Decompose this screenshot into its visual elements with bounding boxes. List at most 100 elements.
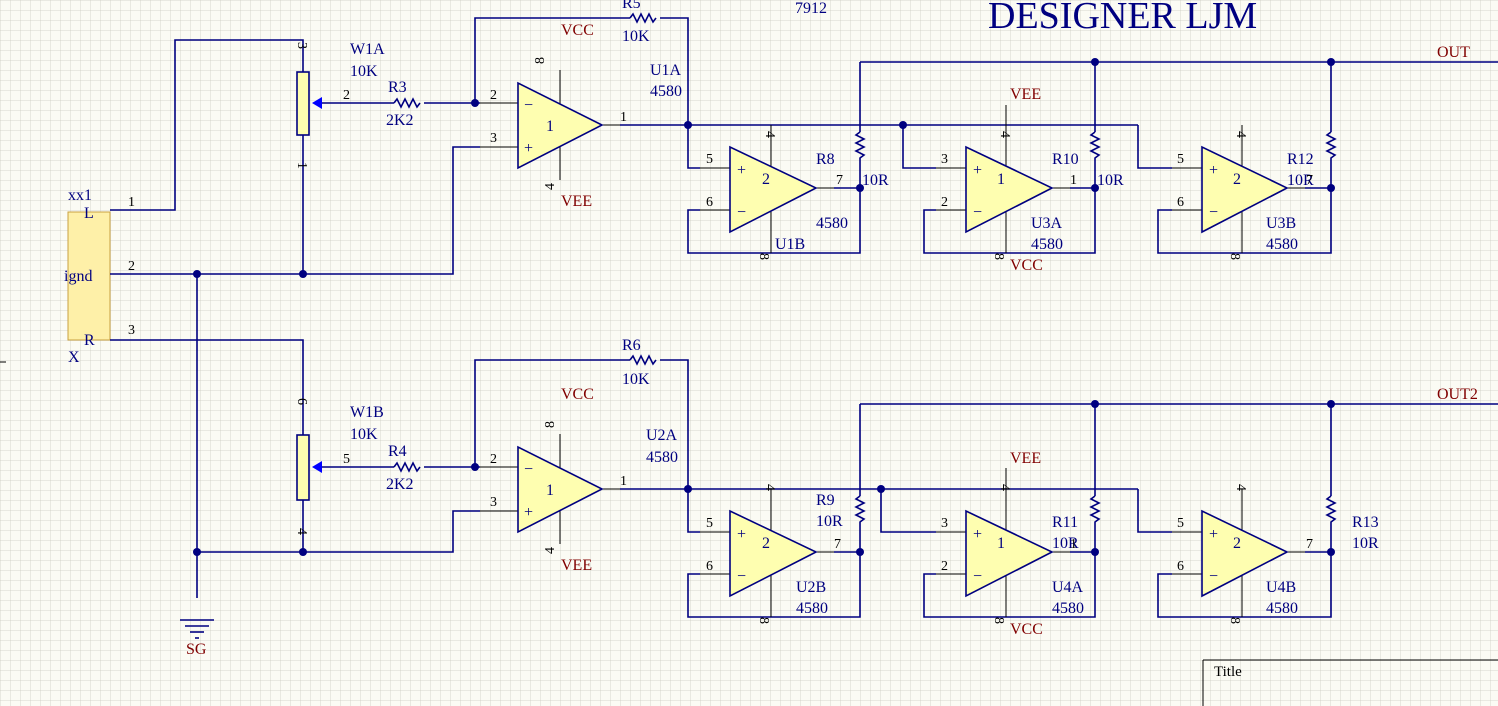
opamp-u4a-vee-label: VEE: [1010, 450, 1041, 467]
opamp-u3a[interactable]: + − 1 3 2 1 4 8 U3A 4580 VEE VCC: [936, 86, 1077, 274]
minus-icon: −: [524, 461, 533, 478]
opamp-u4a[interactable]: + − 1 3 2 1 4 8 U4A 4580 VEE VCC: [936, 450, 1084, 638]
resistor-r11-ref: R11: [1052, 514, 1078, 531]
opamp-u1b-unit: 2: [762, 171, 770, 188]
plus-icon: +: [524, 140, 533, 157]
resistor-r10-value: 10R: [1097, 172, 1124, 189]
opamp-u3a-pin-vee: 4: [997, 131, 1012, 138]
opamp-u2b[interactable]: + − 2 5 6 7 4 8 U2B 4580: [700, 484, 841, 624]
resistor-r12[interactable]: R12 10R: [1287, 131, 1337, 189]
resistor-r6[interactable]: R6 10K: [622, 337, 657, 388]
opamp-u4a-ref: U4A: [1052, 579, 1084, 596]
opamp-u2a-pin-vcc: 8: [543, 421, 558, 428]
opamp-u1a-unit: 1: [546, 118, 554, 135]
connector-xx1[interactable]: xx1 X L ignd R 1 2 3: [64, 187, 135, 366]
opamp-u1a-value: 4580: [650, 83, 682, 100]
opamp-u2a-pin-inv: 2: [490, 452, 497, 467]
opamp-u1b-pin-vee: 4: [762, 131, 777, 138]
opamp-u4a-pin-noninv: 3: [941, 516, 948, 531]
net-label-out2: OUT2: [1437, 386, 1478, 403]
resistor-r12-value: 10R: [1287, 172, 1314, 189]
net-label-sg: SG: [186, 641, 207, 658]
resistor-r8-value: 10R: [862, 172, 889, 189]
resistor-r9[interactable]: R9 10R: [816, 492, 866, 530]
opamp-u3b[interactable]: + − 2 5 6 7 4 8 U3B 4580: [1172, 125, 1313, 260]
wiper-arrow-icon: [312, 97, 322, 109]
resistor-r4-value: 2K2: [386, 476, 414, 493]
opamp-u4b-pin-inv: 6: [1177, 559, 1184, 574]
net-label-out: OUT: [1437, 44, 1470, 61]
opamp-u3a-pin-vcc: 8: [991, 253, 1006, 260]
opamp-u4a-vcc-label: VCC: [1010, 621, 1043, 638]
opamp-u1b[interactable]: + − 2 5 6 7 4 8 U1B 4580: [700, 125, 848, 260]
opamp-u1a-ref: U1A: [650, 62, 682, 79]
resistor-r4[interactable]: R4 2K2: [386, 443, 421, 493]
opamp-u2b-pin-noninv: 5: [706, 516, 713, 531]
opamp-u1a[interactable]: − + 1 2 3 1 8 4 U1A 4580 VCC VEE: [480, 22, 682, 210]
opamp-u2a-vcc-label: VCC: [561, 386, 594, 403]
opamp-u2b-unit: 2: [762, 535, 770, 552]
minus-icon: −: [524, 97, 533, 114]
plus-icon: +: [973, 526, 982, 543]
title-block: Title: [1202, 659, 1498, 706]
plus-icon: +: [1209, 162, 1218, 179]
connector-value: X: [68, 349, 80, 366]
resistor-r3-ref: R3: [388, 79, 407, 96]
opamp-u2b-pin-vcc: 8: [756, 617, 771, 624]
opamp-u2a-vee-label: VEE: [561, 557, 592, 574]
opamp-u3b-value: 4580: [1266, 236, 1298, 253]
opamp-u3a-value: 4580: [1031, 236, 1063, 253]
connector-pin-gnd-label: ignd: [64, 268, 92, 285]
pot-w1b[interactable]: W1B 10K 6 5 4: [294, 398, 384, 535]
pot-w1a[interactable]: W1A 10K 3 2 1: [294, 41, 385, 169]
resistor-r3[interactable]: R3 2K2: [386, 79, 421, 129]
opamp-u1b-ref: U1B: [775, 236, 805, 253]
plus-icon: +: [973, 162, 982, 179]
plus-icon: +: [1209, 526, 1218, 543]
resistor-r5[interactable]: R5 10K: [622, 0, 657, 45]
minus-icon: −: [1209, 568, 1218, 585]
resistor-r13-value: 10R: [1352, 535, 1379, 552]
opamp-u4b[interactable]: + − 2 5 6 7 4 8 U4B 4580: [1172, 484, 1313, 624]
opamp-u2a-unit: 1: [546, 482, 554, 499]
opamp-u3b-pin-vcc: 8: [1227, 253, 1242, 260]
opamp-u4b-pin-vee: 4: [1233, 484, 1248, 491]
opamp-u3a-vcc-label: VCC: [1010, 257, 1043, 274]
connector-body: [67, 211, 111, 341]
opamp-u4b-pin-out: 7: [1306, 537, 1313, 552]
opamp-u1b-pin-noninv: 5: [706, 152, 713, 167]
opamp-u4a-pin-out: 1: [1070, 537, 1077, 552]
minus-icon: −: [737, 204, 746, 221]
opamp-u1a-pin-inv: 2: [490, 88, 497, 103]
opamp-u2b-pin-vee: 4: [762, 484, 777, 491]
title-block-label: Title: [1214, 664, 1242, 680]
opamp-u2a[interactable]: − + 1 2 3 1 8 4 U2A 4580 VCC VEE: [480, 386, 678, 574]
opamp-u2b-ref: U2B: [796, 579, 826, 596]
opamp-u3b-pin-vee: 4: [1233, 131, 1248, 138]
opamp-u3a-vee-label: VEE: [1010, 86, 1041, 103]
opamp-u4a-pin-vee: 4: [997, 484, 1012, 491]
minus-icon: −: [973, 204, 982, 221]
resistor-r11-value: 10R: [1052, 535, 1079, 552]
opamp-u4a-pin-vcc: 8: [991, 617, 1006, 624]
opamp-u1a-pin-noninv: 3: [490, 131, 497, 146]
minus-icon: −: [737, 568, 746, 585]
opamp-u3a-pin-out: 1: [1070, 173, 1077, 188]
opamp-u2a-pin-out: 1: [620, 474, 627, 489]
connector-pin-3-number: 3: [128, 323, 135, 338]
resistor-r13[interactable]: R13 10R: [1325, 495, 1379, 552]
resistor-r9-ref: R9: [816, 492, 835, 509]
opamp-u3a-unit: 1: [997, 171, 1005, 188]
resistor-r8[interactable]: R8 10R: [816, 131, 889, 189]
connector-ref: xx1: [68, 187, 92, 204]
pot-w1a-pin-wiper: 2: [343, 88, 350, 103]
resistor-r11[interactable]: R11 10R: [1052, 495, 1101, 552]
resistor-r8-ref: R8: [816, 151, 835, 168]
resistor-r5-value: 10K: [622, 28, 650, 45]
pot-w1b-ref: W1B: [350, 404, 384, 421]
minus-icon: −: [973, 568, 982, 585]
opamp-u1b-pin-inv: 6: [706, 195, 713, 210]
resistor-r10[interactable]: R10 10R: [1052, 131, 1124, 189]
designer-title: DESIGNER LJM: [988, 0, 1257, 37]
connector-pin-r-label: R: [84, 332, 95, 349]
